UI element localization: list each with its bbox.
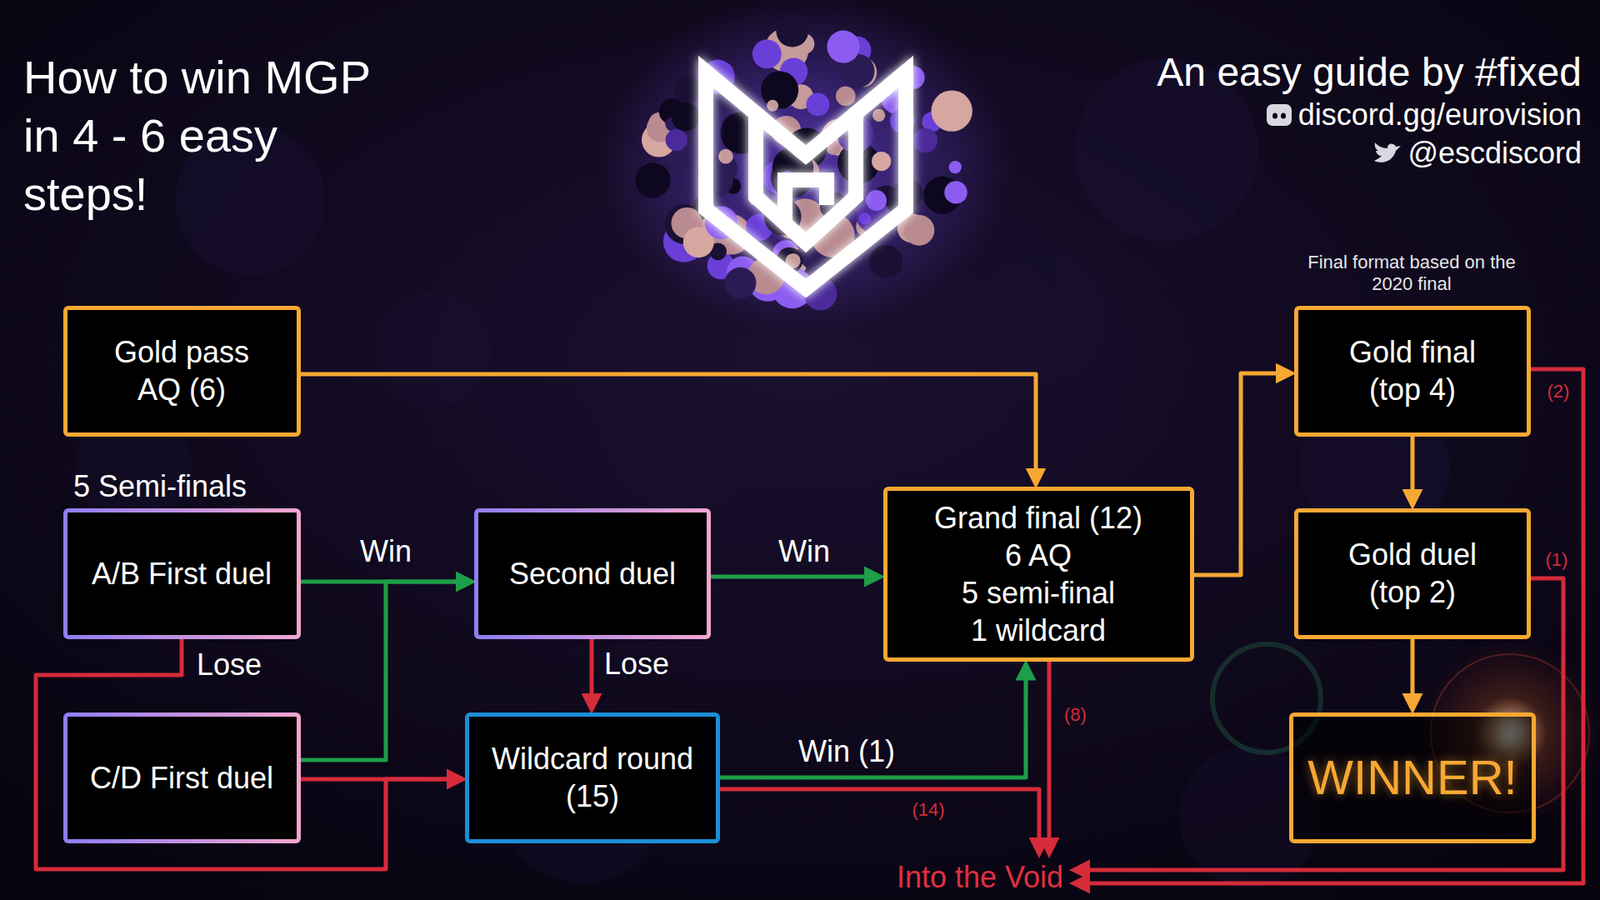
box-line: 5 semi-final bbox=[961, 574, 1115, 612]
logo-spheres bbox=[635, 15, 973, 311]
box-text: C/D First duel bbox=[90, 759, 274, 797]
connector bbox=[1410, 436, 1415, 500]
callout-number: (1) bbox=[1543, 549, 1571, 571]
sphere bbox=[872, 109, 885, 122]
sphere bbox=[766, 100, 779, 112]
twitter-icon bbox=[1372, 140, 1403, 166]
sphere bbox=[806, 92, 830, 116]
semi-duel-box: A/B First duel bbox=[63, 508, 301, 640]
gold-final-box: Gold final (top 4) bbox=[1294, 305, 1531, 437]
connector bbox=[720, 670, 1026, 778]
note-label: discord.gg/eurovision bbox=[1298, 96, 1582, 133]
edge-label: Win bbox=[357, 533, 415, 570]
connector bbox=[710, 575, 875, 580]
connector bbox=[300, 581, 467, 760]
grand-final-box: Grand final (12)6 AQ5 semi-final1 wildca… bbox=[883, 486, 1195, 662]
callout-number: (8) bbox=[1061, 704, 1090, 726]
sphere bbox=[859, 212, 872, 225]
sphere bbox=[835, 86, 856, 107]
connector bbox=[1194, 373, 1287, 575]
note-label: @escdiscord bbox=[1407, 135, 1582, 171]
connector bbox=[35, 639, 457, 870]
second-duel-box: Second duel bbox=[474, 508, 711, 640]
title: How to win MGP in 4 - 6 easy steps! bbox=[23, 48, 415, 224]
connector bbox=[590, 639, 595, 705]
sphere bbox=[671, 102, 700, 131]
void-target: Into the Void bbox=[892, 858, 1069, 896]
note-label: Final format based on the 2020 final bbox=[1307, 251, 1516, 296]
box-line: 6 AQ bbox=[1005, 536, 1072, 575]
edge-label: Lose bbox=[194, 646, 265, 683]
box-text: Into the Void bbox=[896, 858, 1064, 896]
sphere bbox=[775, 15, 809, 48]
logo-gp bbox=[785, 180, 827, 222]
sphere bbox=[718, 149, 734, 165]
sphere bbox=[826, 30, 860, 64]
sphere bbox=[871, 151, 891, 171]
mgp-logo bbox=[705, 71, 906, 289]
sphere bbox=[913, 128, 938, 153]
sphere bbox=[931, 90, 973, 131]
connector bbox=[300, 374, 1037, 479]
edge-label: Lose bbox=[601, 645, 672, 682]
sphere bbox=[869, 245, 903, 279]
wildcard-box: Wildcard round (15) bbox=[465, 712, 720, 844]
gold-pass-box: Gold pass AQ (6) bbox=[63, 305, 301, 437]
box-text: Gold duel (top 2) bbox=[1329, 535, 1496, 611]
logo-glow bbox=[597, 0, 1015, 330]
box-text: Gold final (top 4) bbox=[1329, 333, 1496, 409]
semi-duel-box: C/D First duel bbox=[63, 712, 301, 844]
box-text: Second duel bbox=[509, 555, 676, 593]
logo-outline bbox=[705, 71, 906, 289]
box-line: 1 wildcard bbox=[970, 611, 1106, 650]
box-text: Wildcard round (15) bbox=[483, 740, 702, 815]
sphere bbox=[635, 162, 670, 198]
sphere bbox=[944, 180, 967, 204]
note-label: 5 Semi-finals bbox=[73, 468, 247, 505]
box-text: A/B First duel bbox=[91, 555, 272, 593]
gold-duel-box: Gold duel (top 2) bbox=[1294, 508, 1531, 640]
edge-label: Win (1) bbox=[795, 733, 898, 770]
sphere bbox=[904, 215, 935, 246]
connector bbox=[720, 789, 1040, 849]
box-text: Gold pass AQ (6) bbox=[98, 333, 265, 409]
winner-box: WINNER! bbox=[1289, 712, 1536, 844]
connector bbox=[300, 777, 458, 782]
sphere bbox=[760, 70, 799, 109]
sphere bbox=[674, 76, 701, 104]
callout-number: (2) bbox=[1545, 380, 1573, 403]
connector bbox=[1047, 661, 1052, 849]
box-text: Grand final (12) bbox=[934, 499, 1143, 537]
discord-icon bbox=[1265, 102, 1294, 128]
edge-label: Win bbox=[775, 533, 833, 570]
note-label: An easy guide by #fixed bbox=[1156, 48, 1582, 97]
sphere bbox=[752, 40, 782, 70]
sphere bbox=[865, 190, 887, 211]
box-text: WINNER! bbox=[1307, 747, 1517, 809]
sphere bbox=[725, 267, 757, 300]
sphere bbox=[665, 129, 688, 151]
sphere bbox=[949, 160, 962, 174]
connector bbox=[1410, 639, 1415, 705]
logo-inner bbox=[755, 113, 856, 155]
callout-number: (14) bbox=[909, 799, 947, 821]
